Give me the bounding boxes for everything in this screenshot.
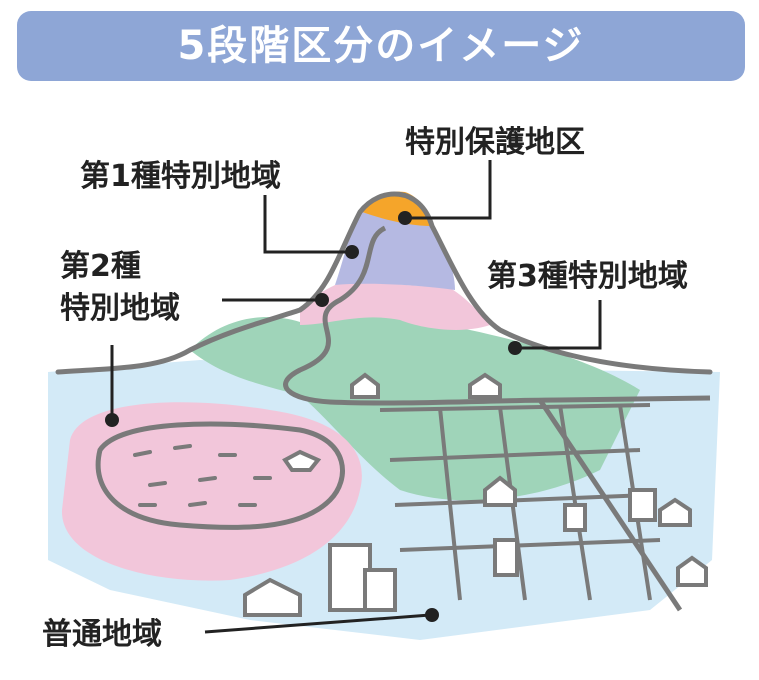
label-special-protection: 特別保護地区 [405,125,585,160]
label-class3: 第3種特別地域 [487,259,688,294]
leader-lines [110,160,602,634]
label-class1: 第1種特別地域 [80,159,281,194]
lake-outline [95,421,345,530]
marker-dots [105,211,522,622]
mountain-outline [55,191,713,375]
label-ordinary: 普通地域 [42,617,162,652]
mountain-road [283,225,711,406]
label-class2-line1: 第2種 [60,249,141,284]
diagram-title: 5段階区分のイメージ [17,11,745,81]
buildings [243,372,708,617]
label-class2-line2: 特別地域 [60,291,180,326]
lake-ripples [133,444,272,507]
